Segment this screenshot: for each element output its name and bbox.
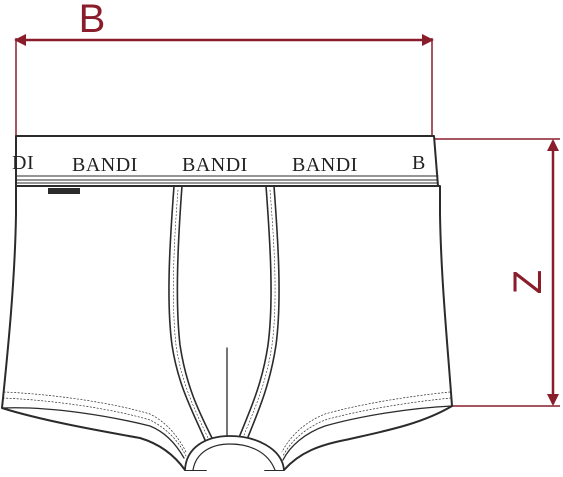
- waistband-text-2: BANDI: [72, 154, 138, 176]
- right-leg-hem-stitch-2: [282, 397, 452, 457]
- dimension-width: B: [14, 0, 434, 142]
- pouch-seam-right-inner: [245, 185, 280, 443]
- waistband-print: DI BANDI BANDI BANDI B: [12, 152, 426, 176]
- waistband-text-5: B: [412, 152, 426, 174]
- left-leg-hem-stitch-1: [3, 391, 187, 453]
- crotch-gusset-inner: [192, 443, 276, 471]
- dimension-height: Z: [434, 138, 560, 407]
- height-arrow-head-top: [547, 139, 559, 151]
- pouch-seam-right-stitch: [241, 189, 276, 441]
- pouch-seam-left-inner: [176, 185, 213, 439]
- right-leg-hem: [282, 405, 453, 461]
- waistband-text-1: DI: [12, 152, 34, 174]
- crotch-gusset: [184, 435, 285, 471]
- left-leg-hem: [1, 407, 185, 459]
- width-arrow-head-left: [14, 34, 26, 46]
- height-label: Z: [506, 270, 550, 294]
- height-arrow-head-bottom: [547, 394, 559, 406]
- width-label: B: [79, 0, 106, 41]
- pouch-seam-left-stitch: [173, 189, 209, 439]
- pouch-seam-left-outer: [168, 185, 206, 441]
- size-label-tag: [48, 188, 80, 194]
- right-leg-hem-stitch-1: [281, 391, 451, 453]
- boxer-brief: [1, 135, 453, 471]
- waistband: [15, 135, 439, 187]
- waistband-text-3: BANDI: [182, 154, 248, 176]
- waistband-text-4: BANDI: [292, 154, 358, 176]
- width-arrow-head-right: [422, 34, 434, 46]
- left-leg-hem-stitch-2: [2, 397, 187, 457]
- pouch-seam-right-outer: [237, 185, 272, 441]
